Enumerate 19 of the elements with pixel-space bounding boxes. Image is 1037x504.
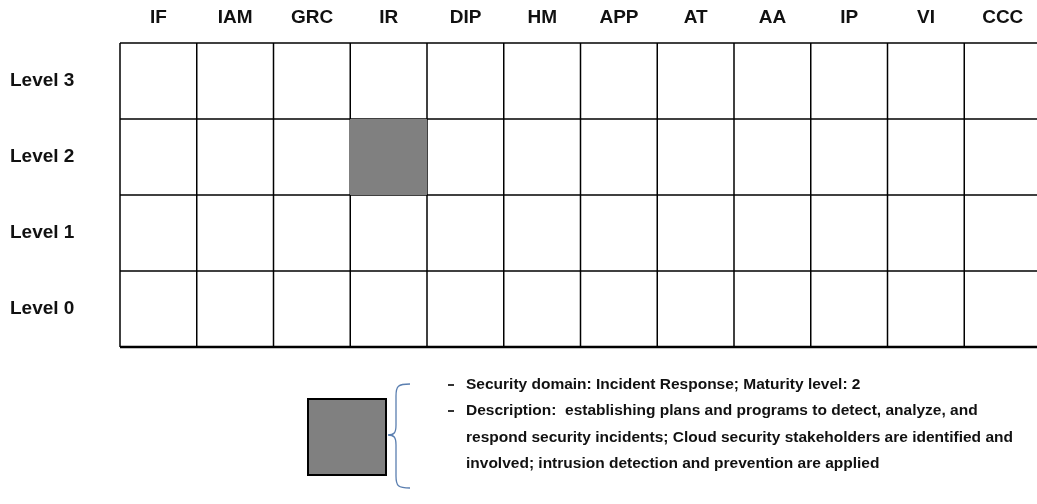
column-header: DIP	[448, 6, 483, 28]
column-header: AT	[682, 6, 709, 28]
column-header: VI	[916, 6, 936, 28]
description-text: Description: establishing plans and programs to detect, analyze, and respond security incidents; Cloud security stakeholders are identified and involved; intrusion detection and prevention are applied	[466, 400, 1014, 473]
legend-text: Security domain: Incident Response; Maturity level: 2	[466, 374, 861, 394]
highlighted-cell	[350, 119, 427, 195]
row-header: Level 3	[10, 69, 76, 91]
column-header: IF	[149, 6, 168, 28]
column-header: AA	[757, 6, 788, 28]
row-header: Level 2	[10, 145, 76, 167]
column-header: CCC	[981, 6, 1025, 28]
column-header: APP	[598, 6, 640, 28]
row-header: Level 1	[10, 221, 76, 243]
column-header: GRC	[289, 6, 335, 28]
column-header: HM	[526, 6, 559, 28]
column-header: IR	[378, 6, 400, 28]
column-header: IP	[839, 6, 860, 28]
row-header: Level 0	[10, 297, 76, 319]
column-header: IAM	[216, 6, 254, 28]
